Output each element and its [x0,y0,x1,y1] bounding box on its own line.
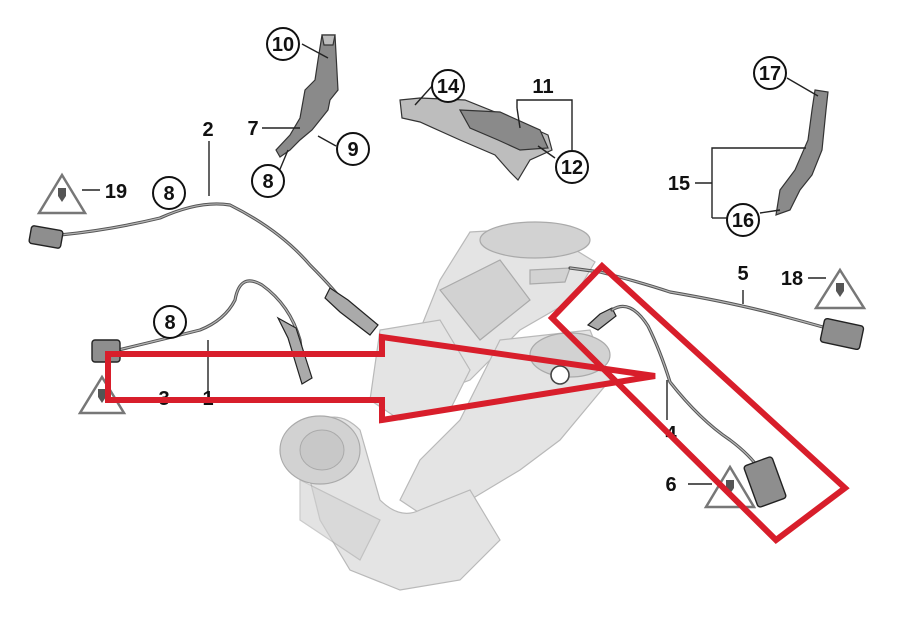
callout-11: 11 [532,76,553,98]
callout-5: 5 [737,263,748,285]
catalytic-converter-assembly [279,221,611,591]
electrical-connector-warning-icon [813,267,867,310]
red-highlight-box [547,261,850,544]
callout-12: 12 [555,150,589,184]
callout-17: 17 [753,56,787,90]
svg-text:16: 16 [732,210,754,232]
bracket-17-15 [775,89,829,216]
callout-2: 2 [202,119,213,141]
callout-16: 16 [726,203,760,237]
callout-6: 6 [665,474,676,496]
callout-14: 14 [431,69,465,103]
callout-8-cable-upper: 8 [152,176,186,210]
oxygen-sensor-3 [91,279,313,385]
callout-9: 9 [336,132,370,166]
electrical-connector-warning-icon [36,172,88,215]
svg-text:12: 12 [561,157,583,179]
svg-text:8: 8 [163,183,174,205]
svg-text:14: 14 [437,76,460,98]
leader-lines [82,43,826,485]
oxygen-sensor-4 [586,304,787,508]
callout-15: 15 [668,173,690,195]
callout-7: 7 [247,118,258,140]
bracket-10-7 [275,34,339,158]
svg-text:9: 9 [347,139,358,161]
callout-10: 10 [266,27,300,61]
callout-18: 18 [781,268,803,290]
callout-19: 19 [105,181,127,203]
callout-8-bracket: 8 [251,164,285,198]
oxygen-sensor-5 [568,266,865,351]
red-highlight-arrow [105,333,656,424]
callout-8-cable-lower: 8 [153,305,187,339]
svg-text:8: 8 [262,171,273,193]
electrical-connector-warning-icon [77,374,127,415]
svg-text:8: 8 [164,312,175,334]
bracket-14-11 [399,97,553,181]
svg-text:10: 10 [272,34,294,56]
oxygen-sensor-2 [28,202,379,336]
svg-text:17: 17 [759,63,781,85]
